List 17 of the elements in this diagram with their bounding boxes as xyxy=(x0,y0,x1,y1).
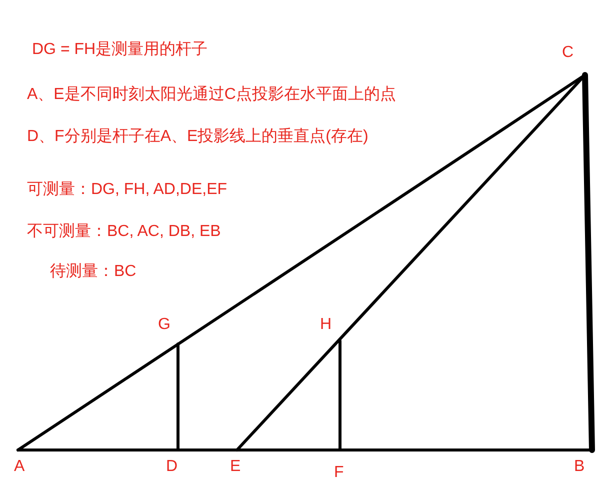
point-label: B xyxy=(574,458,585,476)
point-label: H xyxy=(320,316,332,334)
point-label: A xyxy=(14,458,25,476)
point-label: D xyxy=(166,458,178,476)
note-text: A、E是不同时刻太阳光通过C点投影在水平面上的点 xyxy=(27,85,396,105)
note-text: 可测量：DG, FH, AD,DE,EF xyxy=(27,180,228,200)
line-segment xyxy=(582,72,595,453)
line-segment xyxy=(338,340,342,452)
line-segment xyxy=(176,342,180,452)
note-text: DG = FH是测量用的杆子 xyxy=(32,40,208,60)
point-label: F xyxy=(334,464,344,482)
note-text: D、F分别是杆子在A、E投影线上的垂直点(存在) xyxy=(27,127,368,147)
point-label: E xyxy=(230,458,241,476)
note-text: 待测量：BC xyxy=(50,262,136,282)
note-text: 不可测量：BC, AC, DB, EB xyxy=(27,222,221,242)
point-label: G xyxy=(158,316,170,334)
point-label: C xyxy=(562,44,574,62)
